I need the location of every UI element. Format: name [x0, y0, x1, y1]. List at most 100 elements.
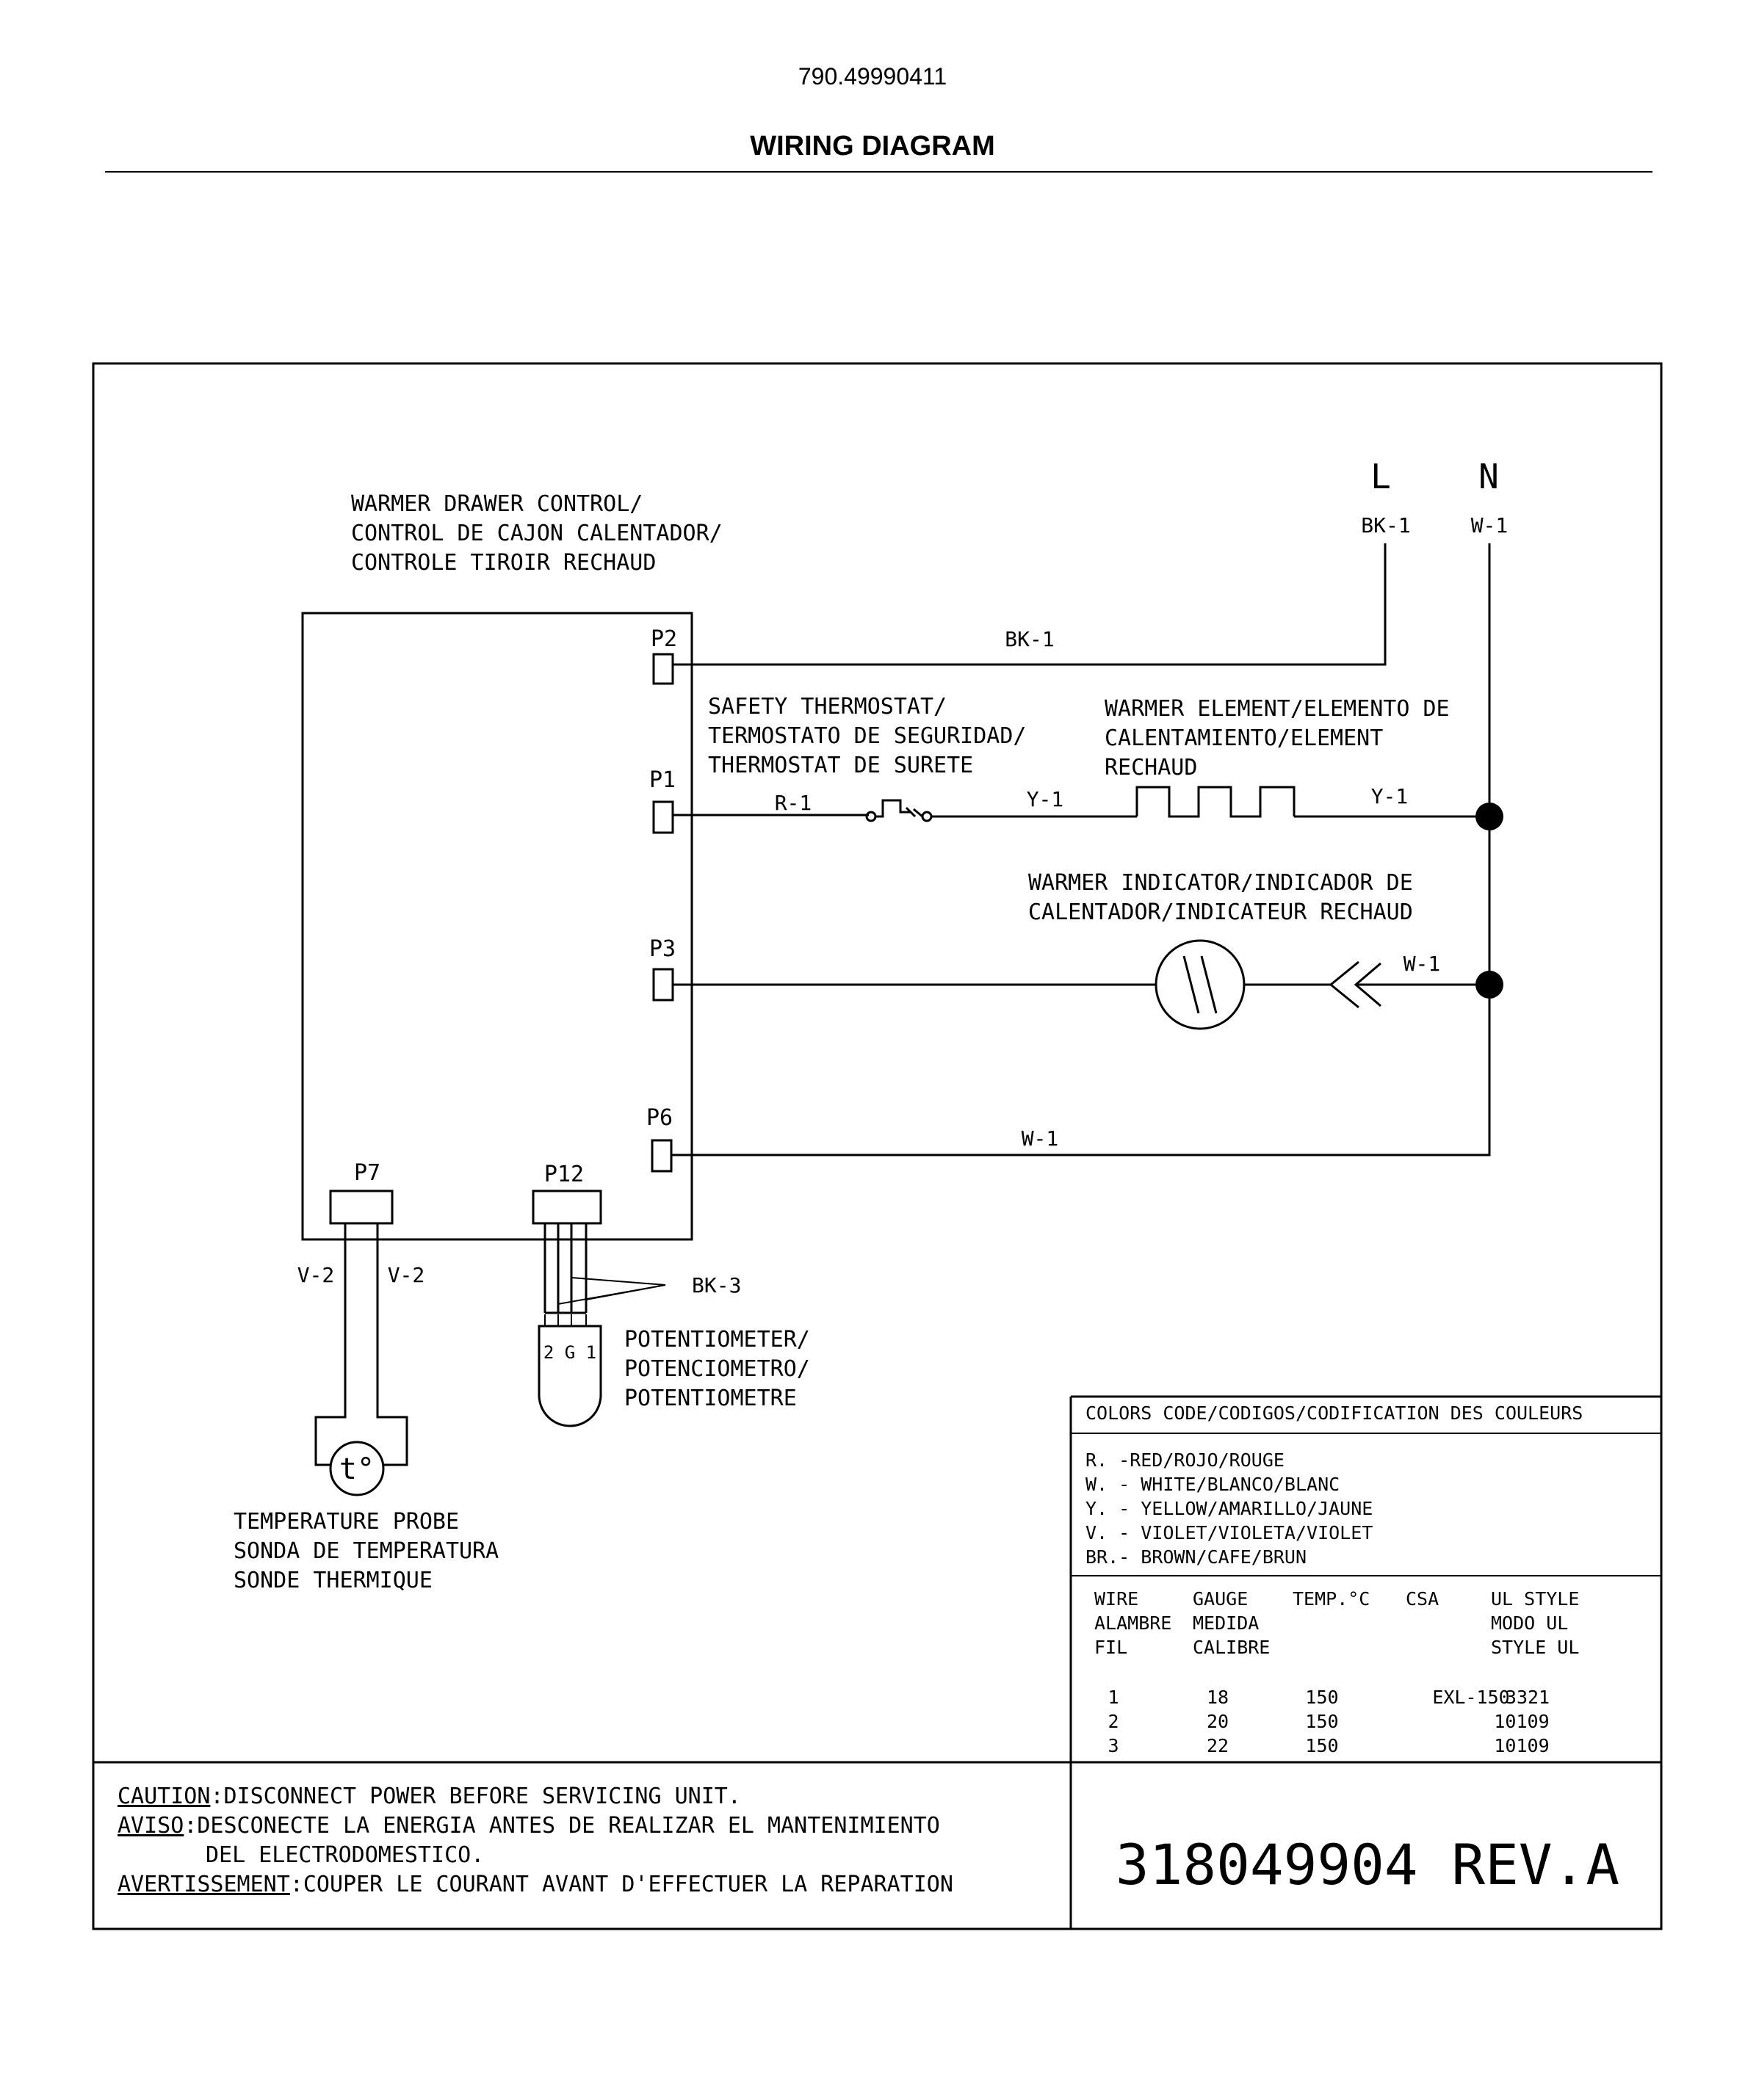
wire-col-header-line3: FIL	[1094, 1637, 1127, 1658]
warmer-indicator-lamp-symbol	[1155, 939, 1246, 1030]
pin-p6-label: P6	[646, 1105, 673, 1131]
warmer-element-label-line3: RECHAUD	[1105, 755, 1197, 781]
warmer-indicator-label-line2: CALENTADOR/INDICATEUR RECHAUD	[1028, 899, 1413, 925]
probe-right-wire-label: V-2	[388, 1263, 425, 1287]
pin-p12-label: P12	[544, 1162, 584, 1187]
bk3-pointer-lines	[557, 1277, 666, 1305]
warmer-element-symbol	[1135, 786, 1296, 818]
avertissement-label: AVERTISSEMENT	[118, 1872, 290, 1897]
line-wire	[692, 543, 1387, 666]
temperature-probe-label-line3: SONDE THERMIQUE	[234, 1568, 433, 1593]
temp-col-header: TEMP.°C	[1293, 1588, 1370, 1610]
line-wire-label: BK-1	[1361, 513, 1410, 537]
ul-col-header-line3: STYLE UL	[1491, 1637, 1579, 1658]
probe-lead-wire	[314, 1223, 408, 1466]
caution-label: CAUTION	[118, 1784, 210, 1809]
probe-left-wire-label: V-2	[297, 1263, 335, 1287]
page-title: WIRING DIAGRAM	[750, 131, 995, 162]
potentiometer-pin-labels: 2 G 1	[543, 1342, 596, 1363]
aviso-line: AVISO:DESCONECTE LA ENERGIA ANTES DE REA…	[118, 1813, 940, 1839]
part-number: 318049904 REV.A	[1116, 1832, 1619, 1897]
avertissement-text: :COUPER LE COURANT AVANT D'EFFECTUER LA …	[290, 1872, 953, 1897]
pin-p1-terminal	[652, 800, 674, 834]
p6-wire-label: W-1	[1022, 1126, 1059, 1151]
gauge-col-header-line2: MEDIDA	[1193, 1612, 1259, 1634]
colors-code-entry-violet: V. - VIOLET/VIOLETA/VIOLET	[1085, 1522, 1373, 1543]
aviso-line2: DEL ELECTRODOMESTICO.	[206, 1842, 484, 1868]
colors-code-title: COLORS CODE/CODIGOS/CODIFICATION DES COU…	[1085, 1402, 1583, 1424]
temperature-probe-symbol-text: t°	[339, 1452, 375, 1486]
wire-table-cell: 22	[1207, 1735, 1229, 1756]
line-terminal-label: L	[1370, 457, 1391, 496]
gauge-col-header-line1: GAUGE	[1193, 1588, 1248, 1610]
wire-table-cell: 3	[1108, 1735, 1119, 1756]
gauge-col-header-line3: CALIBRE	[1193, 1637, 1270, 1658]
p2-wire-label: BK-1	[1005, 627, 1054, 651]
potentiometer-symbol	[538, 1325, 602, 1427]
warmer-indicator-label-line1: WARMER INDICATOR/INDICADOR DE	[1028, 870, 1413, 896]
colors-code-entry-white: W. - WHITE/BLANCO/BLANC	[1085, 1474, 1340, 1495]
control-box	[301, 612, 693, 1241]
safety-thermostat-label-line2: TERMOSTATO DE SEGURIDAD/	[708, 723, 1026, 749]
colors-code-entry-brown: BR.- BROWN/CAFE/BRUN	[1085, 1546, 1307, 1568]
wire-table-cell: 1	[1108, 1687, 1119, 1708]
p1-wire-label: R-1	[775, 791, 812, 815]
wire-table-cell: 150	[1305, 1711, 1338, 1732]
wire-table-cell: 3321	[1506, 1687, 1550, 1708]
warmer-element-label-line2: CALENTAMIENTO/ELEMENT	[1105, 725, 1383, 751]
pin-p7-connector	[329, 1190, 394, 1225]
temperature-probe-symbol	[329, 1441, 385, 1496]
thermostat-out-wire-label: Y-1	[1027, 787, 1064, 811]
pin-p6-terminal	[651, 1139, 673, 1173]
ul-col-header-line1: UL STYLE	[1491, 1588, 1579, 1610]
neutral-bus-wire	[692, 543, 1491, 1156]
wire-table-cell: 150	[1305, 1735, 1338, 1756]
wire-table-cell: 20	[1207, 1711, 1229, 1732]
wire-table-cell: 18	[1207, 1687, 1229, 1708]
element-out-wire-label: Y-1	[1371, 784, 1409, 808]
indicator-wire-label: W-1	[1403, 952, 1441, 976]
caution-text: :DISCONNECT POWER BEFORE SERVICING UNIT.	[210, 1784, 740, 1809]
neutral-terminal-label: N	[1478, 457, 1499, 496]
potentiometer-leads	[543, 1223, 588, 1314]
ul-col-header-line2: MODO UL	[1491, 1612, 1568, 1634]
potentiometer-pin-ticks	[544, 1314, 587, 1326]
pin-p12-connector	[532, 1190, 602, 1225]
diagram-frame	[92, 362, 1663, 1930]
potentiometer-label-line2: POTENCIOMETRO/	[624, 1356, 810, 1382]
warmer-element-label-line1: WARMER ELEMENT/ELEMENTO DE	[1105, 696, 1450, 722]
potentiometer-label-line1: POTENTIOMETER/	[624, 1327, 810, 1353]
wire-col-header-line2: ALAMBRE	[1094, 1612, 1171, 1634]
temperature-probe-label-line1: TEMPERATURE PROBE	[234, 1509, 459, 1535]
wire-table-cell: 10109	[1494, 1735, 1549, 1756]
junction-dot-lower	[1475, 971, 1503, 999]
csa-col-header: CSA	[1406, 1588, 1439, 1610]
pin-p2-terminal	[652, 653, 674, 685]
pin-p7-label: P7	[354, 1160, 380, 1186]
control-title-line3: CONTROLE TIROIR RECHAUD	[351, 550, 656, 576]
temperature-probe-label-line2: SONDA DE TEMPERATURA	[234, 1538, 499, 1564]
wire-col-header-line1: WIRE	[1094, 1588, 1138, 1610]
colors-code-entry-yellow: Y. - YELLOW/AMARILLO/JAUNE	[1085, 1498, 1373, 1519]
pin-p3-terminal	[652, 968, 674, 1002]
caution-line: CAUTION:DISCONNECT POWER BEFORE SERVICIN…	[118, 1784, 741, 1809]
safety-thermostat-symbol	[865, 799, 933, 822]
neutral-wire-label: W-1	[1471, 513, 1509, 537]
colors-code-entry-red: R. -RED/ROJO/ROUGE	[1085, 1449, 1285, 1471]
pot-wire-label: BK-3	[692, 1273, 741, 1297]
wire-table-cell: 2	[1108, 1711, 1119, 1732]
pin-p1-label: P1	[649, 767, 676, 793]
safety-thermostat-label-line3: THERMOSTAT DE SURETE	[708, 753, 973, 778]
safety-thermostat-label-line1: SAFETY THERMOSTAT/	[708, 694, 947, 720]
control-title-line1: WARMER DRAWER CONTROL/	[351, 491, 643, 517]
wire-table-cell: 10109	[1494, 1711, 1549, 1732]
aviso-text: :DESCONECTE LA ENERGIA ANTES DE REALIZAR…	[184, 1813, 940, 1839]
wire-table-cell: EXL-150	[1432, 1687, 1509, 1708]
pin-p2-label: P2	[651, 626, 677, 652]
junction-dot-upper	[1475, 803, 1503, 830]
wire-table-cell: 150	[1305, 1687, 1338, 1708]
avertissement-line: AVERTISSEMENT:COUPER LE COURANT AVANT D'…	[118, 1872, 953, 1897]
control-title-line2: CONTROL DE CAJON CALENTADOR/	[351, 521, 723, 546]
model-number: 790.49990411	[798, 63, 947, 90]
